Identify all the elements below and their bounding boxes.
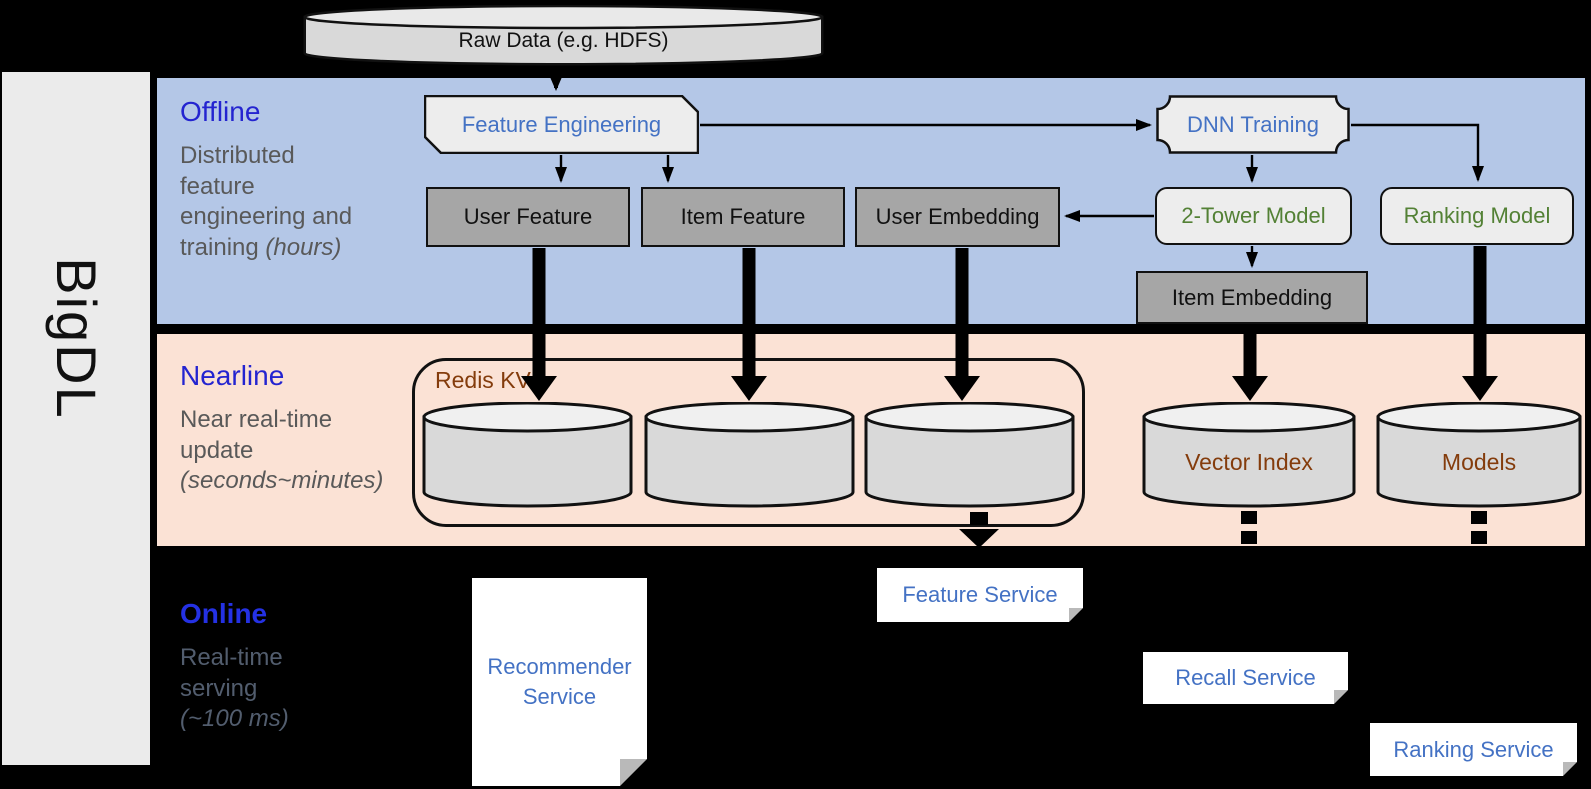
bigdl-sidebar: BigDL — [2, 72, 150, 765]
models-store: Models — [1376, 401, 1582, 508]
two-tower-model-node: 2-Tower Model — [1155, 187, 1352, 245]
feature-engineering-label: Feature Engineering — [461, 111, 662, 137]
redis-kv-label: Redis KV — [435, 367, 531, 393]
cylinder-shape — [303, 4, 824, 66]
offline-title: Offline — [180, 96, 261, 127]
models-label: Models — [1441, 448, 1517, 475]
cylinder-shape — [422, 401, 633, 508]
user-feature-node: User Feature — [426, 187, 630, 247]
redis-shard-3-cylinder — [864, 401, 1075, 508]
online-subtitle: Real-time serving (~100 ms) — [180, 643, 320, 735]
item-embedding-node: Item Embedding — [1136, 271, 1368, 324]
cylinder-shape — [864, 401, 1075, 508]
vector-index-store: Vector Index — [1142, 401, 1356, 508]
dnn-training-label: DNN Training — [1186, 111, 1320, 137]
redis-shard-1-cylinder — [422, 401, 633, 508]
feature-engineering-node: Feature Engineering — [424, 95, 699, 154]
offline-subtitle-text: Distributed feature engineering and trai… — [180, 142, 353, 262]
online-subtitle-em: (~100 ms) — [180, 705, 289, 733]
cylinder-shape — [1142, 401, 1356, 508]
ranking-model-node: Ranking Model — [1380, 187, 1574, 245]
offline-subtitle: Distributed feature engineering and trai… — [180, 141, 375, 264]
user-embedding-node: User Embedding — [855, 187, 1060, 247]
online-title: Online — [180, 598, 268, 629]
dnn-training-node: DNN Training — [1156, 95, 1350, 154]
online-section-label: Online Real-time serving (~100 ms) — [180, 598, 320, 735]
nearline-subtitle-text: Near real-time update — [180, 406, 333, 464]
nearline-subtitle-em: (seconds~minutes) — [180, 467, 384, 495]
nearline-subtitle: Near real-time update (seconds~minutes) — [180, 405, 395, 497]
item-feature-node: Item Feature — [641, 187, 845, 247]
ranking-service-node: Ranking Service — [1370, 723, 1577, 776]
recall-service-node: Recall Service — [1143, 652, 1348, 704]
plaque-shape — [1156, 95, 1350, 154]
redis-shard-2-cylinder — [644, 401, 855, 508]
recommender-service-node: Recommender Service — [472, 578, 647, 786]
feature-service-node: Feature Service — [877, 568, 1083, 622]
raw-data-store: Raw Data (e.g. HDFS) — [303, 4, 824, 66]
raw-data-label: Raw Data (e.g. HDFS) — [458, 28, 669, 52]
vector-index-label: Vector Index — [1185, 448, 1313, 475]
offline-subtitle-em: (hours) — [265, 234, 342, 262]
snip-corner-shape — [424, 95, 699, 154]
online-subtitle-text: Real-time serving — [180, 644, 283, 702]
bigdl-label: BigDL — [44, 257, 108, 420]
cylinder-shape — [1376, 401, 1582, 508]
offline-section-label: Offline Distributed feature engineering … — [180, 96, 375, 264]
nearline-title: Nearline — [180, 360, 285, 391]
nearline-section-label: Nearline Near real-time update (seconds~… — [180, 360, 395, 497]
cylinder-shape — [644, 401, 855, 508]
